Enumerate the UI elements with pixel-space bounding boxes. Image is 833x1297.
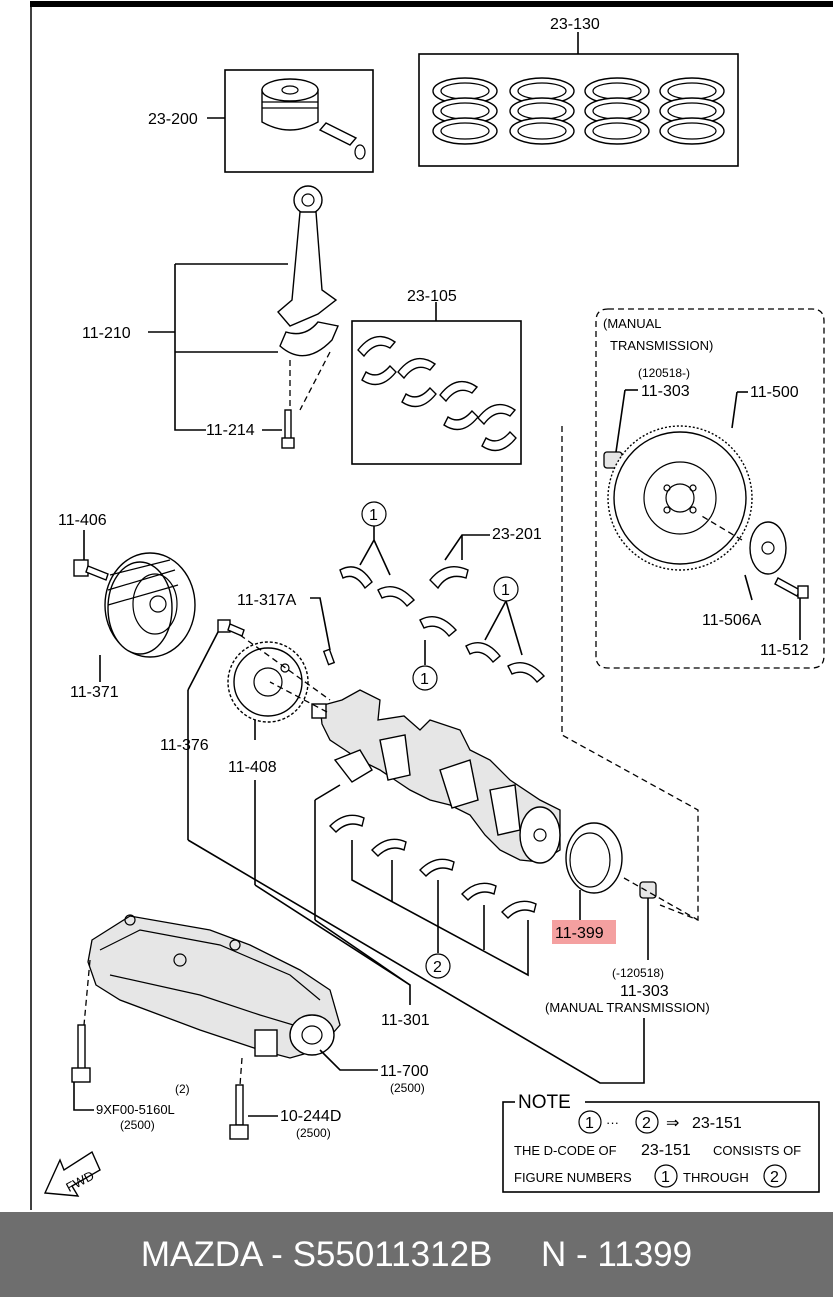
label-11-399[interactable]: 11-399 [555, 925, 604, 942]
conrod-bearings-group: 23-105 [351, 288, 522, 465]
crank-pulley-icon [104, 552, 196, 658]
ref-2: 2 [433, 959, 442, 976]
label-23-201[interactable]: 23-201 [492, 526, 542, 543]
bolt-icon [229, 1084, 249, 1140]
pulley-bolt-icon [73, 559, 109, 581]
conrod-bolt-icon [281, 409, 295, 449]
rear-seal-group: 11-399 (-120518) 11-303 (MANUAL TRANSMIS… [187, 426, 710, 1084]
note-line2-a: THE D-CODE OF [514, 1143, 617, 1158]
note-box: NOTE 1 ··· 2 ⇒ 23-151 THE D-CODE OF 23-1… [502, 1091, 820, 1193]
crankshaft-leaders: 11-301 [254, 884, 430, 1029]
ref-1-b: 1 [501, 582, 510, 599]
bolt-10-spec: (2500) [296, 1126, 331, 1140]
fwd-arrow: FWD [43, 1150, 101, 1197]
label-11-303-top[interactable]: 11-303 [641, 383, 690, 400]
rear-seal-icon [565, 822, 623, 894]
bolt-9xf-qty: (2) [175, 1082, 190, 1096]
lower-date: (-120518) [612, 966, 664, 980]
note-code[interactable]: 23-151 [692, 1115, 742, 1132]
pilot-bearing-icon [639, 881, 657, 899]
crankshaft-icon [311, 689, 561, 864]
upper-bearings-group: 1 23-201 1 1 [339, 501, 546, 691]
ref-circle-2 [425, 953, 451, 979]
ref-1-c: 1 [420, 671, 429, 688]
note-ref-1b: 1 [661, 1169, 670, 1186]
ref-circle-1 [412, 665, 438, 691]
manual-title-1: (MANUAL [603, 316, 662, 331]
label-11-301[interactable]: 11-301 [381, 1012, 430, 1029]
pulse-plate-bolt-icon [217, 619, 245, 637]
bearing-shell-icon [329, 814, 537, 919]
connecting-rod-group: 11-210 11-214 [82, 185, 339, 449]
footer-bar: MAZDA - S55011312B N - 11399 [0, 1212, 833, 1297]
piston-rings-group: 23-130 [418, 16, 739, 167]
balancer-qty: (2500) [390, 1081, 425, 1095]
label-11-317A[interactable]: 11-317A [237, 592, 297, 609]
connecting-rod-icon [277, 185, 339, 357]
parts-diagram: 23-130 23-200 [30, 1, 833, 1210]
bearing-shell-icon [339, 566, 546, 684]
note-ref-2b: 2 [770, 1169, 779, 1186]
label-11-500[interactable]: 11-500 [750, 384, 799, 401]
manual-date: (120518-) [638, 366, 690, 380]
label-11-376[interactable]: 11-376 [160, 737, 209, 754]
label-11-210[interactable]: 11-210 [82, 325, 131, 342]
piston-ring-icon [509, 77, 575, 145]
note-line3-b: THROUGH [683, 1170, 749, 1185]
label-10-244D[interactable]: 10-244D [280, 1108, 341, 1125]
note-arrow: ⇒ [666, 1115, 679, 1132]
piston-pin-icon [318, 122, 366, 160]
label-11-506A[interactable]: 11-506A [702, 612, 762, 629]
note-ref-1: 1 [585, 1115, 594, 1132]
piston-ring-icon [659, 77, 725, 145]
label-11-406[interactable]: 11-406 [58, 512, 107, 529]
label-11-700[interactable]: 11-700 [380, 1063, 429, 1080]
flywheel-icon [607, 425, 753, 571]
label-23-200[interactable]: 23-200 [148, 111, 198, 128]
piston-group: 23-200 [148, 69, 374, 173]
label-11-408[interactable]: 11-408 [228, 759, 277, 776]
label-11-371[interactable]: 11-371 [70, 684, 119, 701]
ref-1-a: 1 [369, 507, 378, 524]
footer-part-number: MAZDA - S55011312B N - 11399 [140, 1234, 693, 1274]
lower-bearings-group: 2 [329, 814, 537, 979]
manual-transmission-group: (MANUAL TRANSMISSION) (120518-) 11-303 1… [595, 308, 825, 669]
manual-title-2: TRANSMISSION) [610, 338, 713, 353]
piston-ring-icon [432, 77, 498, 145]
balancer-icon [87, 914, 341, 1059]
flywheel-plate-icon [749, 521, 787, 575]
note-dots: ··· [606, 1115, 619, 1130]
piston-ring-icon [584, 77, 650, 145]
label-23-105[interactable]: 23-105 [407, 288, 457, 305]
label-9XF00-5160L[interactable]: 9XF00-5160L [96, 1102, 175, 1117]
lower-transmission: (MANUAL TRANSMISSION) [545, 1000, 710, 1015]
bolt-icon [71, 1024, 91, 1083]
note-line3-a: FIGURE NUMBERS [514, 1170, 632, 1185]
label-11-214[interactable]: 11-214 [206, 422, 255, 439]
label-23-130[interactable]: 23-130 [550, 16, 600, 33]
balancer-group: 11-700 (2500) (2) 9XF00-5160L (2500) 10-… [71, 914, 429, 1140]
note-title: NOTE [518, 1092, 571, 1113]
crankshaft-group [269, 681, 561, 920]
highlight-11-399 [552, 920, 616, 944]
key-icon [322, 648, 336, 666]
pulse-plate-group: 11-317A 11-376 11-408 [160, 592, 336, 885]
pulse-plate-icon [227, 641, 309, 723]
flywheel-bolt-icon [774, 577, 809, 599]
label-11-512[interactable]: 11-512 [760, 642, 809, 659]
note-line2-c: CONSISTS OF [713, 1143, 801, 1158]
bolt-9xf-spec: (2500) [120, 1118, 155, 1132]
note-ref-2: 2 [642, 1115, 651, 1132]
bearing-shell-icon [357, 335, 517, 452]
piston-icon [261, 78, 319, 131]
crank-pulley-group: 11-406 11-371 [58, 512, 196, 701]
note-line2-b[interactable]: 23-151 [641, 1142, 691, 1159]
label-11-303[interactable]: 11-303 [620, 983, 669, 1000]
